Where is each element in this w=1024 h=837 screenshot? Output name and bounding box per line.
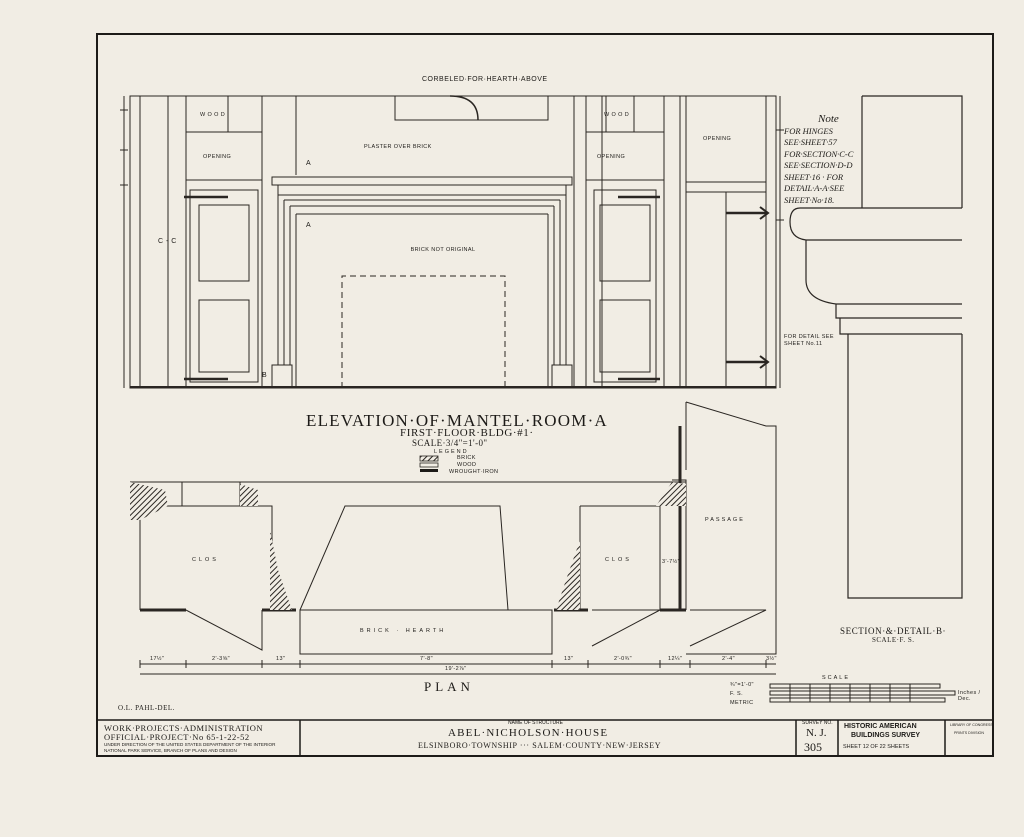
plan-hearth: BRICK · HEARTH [360,628,447,634]
section-a-upper-label: A [306,160,312,167]
section-b-label: B [262,372,268,379]
scale-title: SCALE [822,675,851,681]
scale-label: METRIC [730,700,754,706]
plan-dim: 7'-8" [420,656,433,662]
tb-project: OFFICIAL·PROJECT·No 65-1-22-52 [104,732,250,742]
plan-dim: 13" [276,656,286,662]
tb-library-1: LIBRARY OF CONGRESS [950,723,993,727]
scale-label: ¾"=1'-0" [730,682,754,688]
plan-dim: 2'-0¾" [614,656,632,662]
plan-title: PLAN [424,679,474,694]
plan-dim: 13" [564,656,574,662]
note-line: FOR HINGES [784,125,833,136]
elevation-title: ELEVATION·OF·MANTEL·ROOM·A [306,411,608,430]
note-block: Note FOR HINGES SEE·SHEET·57 FOR·SECTION… [784,113,864,206]
plan-dim: 17½" [150,656,165,662]
tb-name-label: NAME OF STRUCTURE [508,720,563,726]
tb-sheet: SHEET 12 OF 22 SHEETS [843,744,910,750]
graphic-scale [769,683,956,703]
legend-item-wood: WOOD [457,462,477,468]
note-line: SEE·SECTION·D-D [784,160,853,170]
legend-item-iron: WROUGHT·IRON [449,469,499,475]
elevation-subtitle: FIRST·FLOOR·BLDG·#1· [400,427,534,439]
plan-dim: 2'-4" [722,656,735,662]
tb-direction-1: UNDER DIRECTION OF THE UNITED STATES DEP… [104,742,276,747]
wood-left-label: W O O D [200,112,226,118]
plan-clos-left: CLOS [192,557,219,563]
scale-label: F. S. [730,691,744,697]
legend-item-brick: BRICK [457,455,476,461]
legend-swatches [419,455,439,472]
plan-dim-right: 3'-7½" [662,559,680,565]
note-line: SHEET·No·18. [784,194,835,205]
section-a-lower-label: A [306,222,312,229]
tb-direction-2: NATIONAL PARK SERVICE, BRANCH OF PLANS A… [104,748,237,753]
opening-right-label: OPENING [703,136,732,142]
drawn-by: O.L. PAHL-DEL. [118,704,175,712]
legend-heading: LEGEND [434,449,469,455]
scale-right-label: Inches / Dec. [958,690,981,702]
tb-habs-1: HISTORIC AMERICAN [844,723,917,730]
note-line: SHEET·16 · FOR [784,171,844,182]
plan-dim: 3½" [766,656,777,662]
plan-passage: PASSAGE [705,517,745,523]
section-c-label: C - C [158,238,177,245]
tb-habs-2: BUILDINGS SURVEY [851,732,921,739]
elevation-scale: SCALE·3/4"=1'-0" [412,438,488,448]
tb-structure-name: ABEL·NICHOLSON·HOUSE [448,727,609,739]
title-block-lines [97,719,993,756]
section-title: SECTION·&·DETAIL·B· [840,626,947,636]
for-detail-label: FOR DETAIL SEE SHEET No.11 [784,334,834,347]
tb-survey-no: 305 [804,740,822,754]
tb-location: ELSINBORO·TOWNSHIP ··· SALEM·COUNTY·NEW·… [418,741,662,750]
brick-not-original-label: BRICK NOT ORIGINAL [410,247,476,253]
wood-right-label: W O O D [604,112,630,118]
plan-dim: 2'-3⅝" [212,656,230,662]
plan-dim: 12¼" [668,656,683,662]
opening-mid-label: OPENING [597,154,626,160]
note-heading: Note [818,113,839,125]
note-line: SEE·SHEET·57 [784,137,837,147]
plan-clos-right: CLOS [605,557,632,563]
tb-survey-label: SURVEY NO. [802,720,833,726]
sheet-border [96,33,994,757]
tb-survey-state: N. J. [806,727,827,739]
tb-agency: WORK·PROJECTS·ADMINISTRATION [104,723,263,733]
corbeled-label: CORBELED·FOR·HEARTH·ABOVE [422,76,548,83]
plaster-label: PLASTER OVER BRICK [364,144,432,150]
section-detail-drawing [789,95,963,599]
elevation-drawing [120,95,784,389]
section-scale: SCALE·F. S. [872,636,915,644]
note-line: DETAIL·A-A·SEE [784,183,845,193]
note-line: FOR·SECTION·C-C [784,148,854,159]
opening-left-label: OPENING [203,154,232,160]
plan-total-dim: 19'-2⅞" [445,666,467,672]
brick-hatch [130,482,686,610]
tb-library-2: PRINTS DIVISION [954,731,984,735]
